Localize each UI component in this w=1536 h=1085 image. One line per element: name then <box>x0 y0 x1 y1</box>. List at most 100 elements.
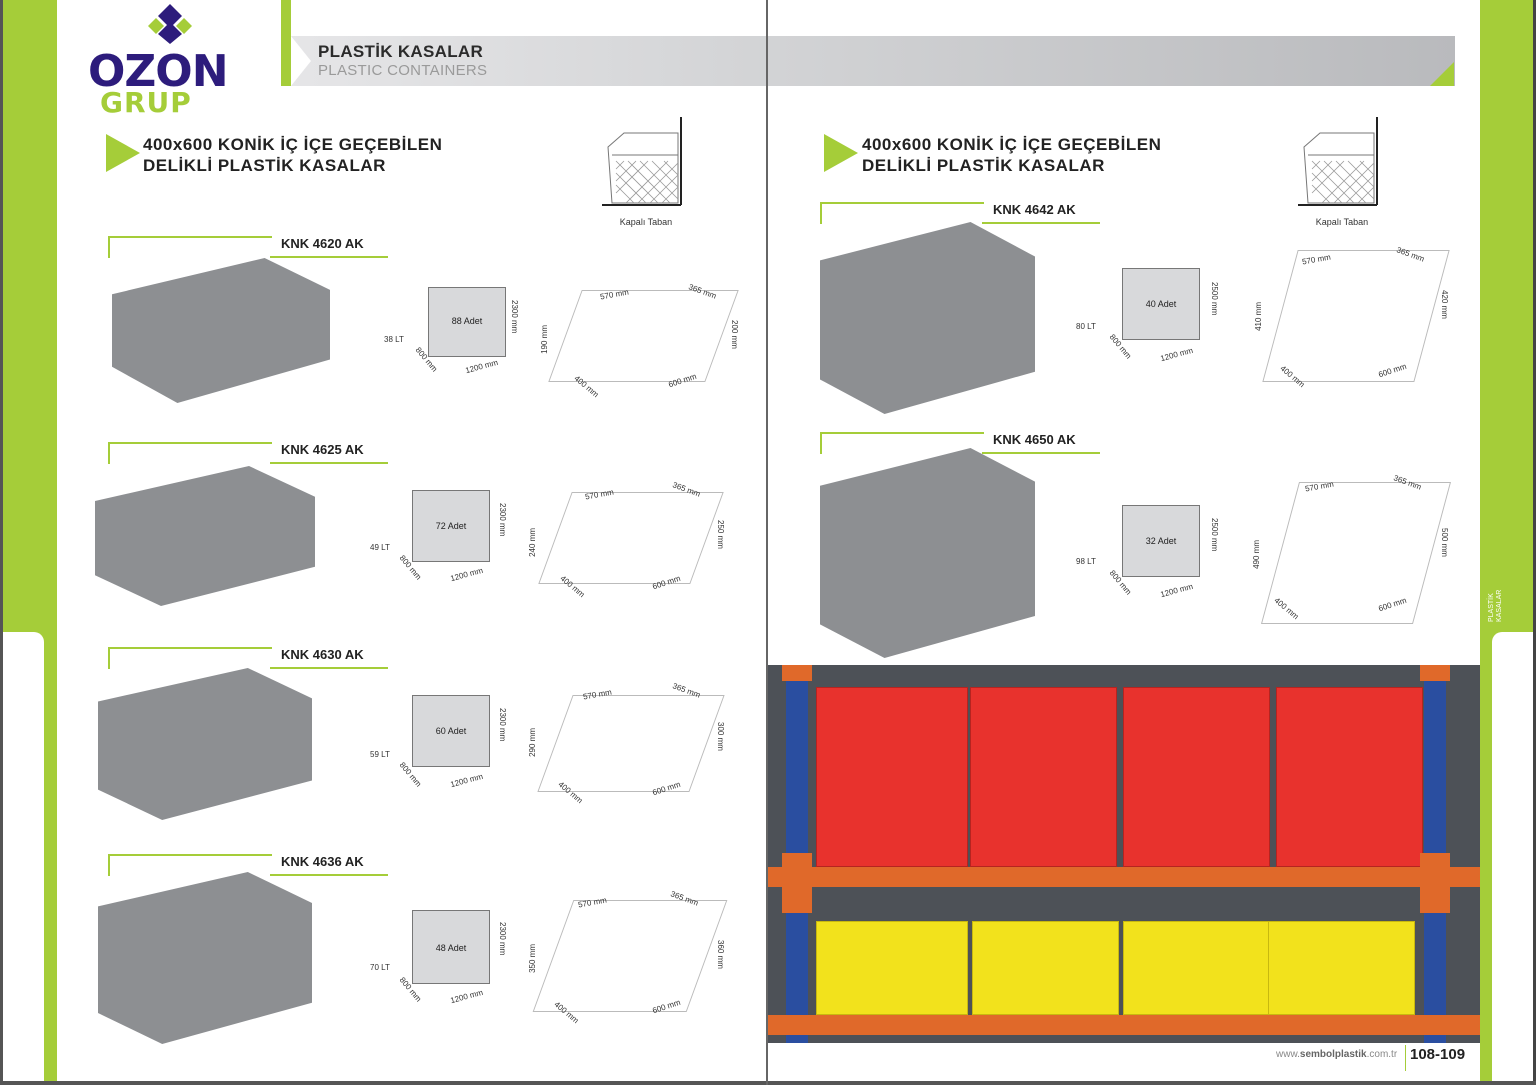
bottom-page-edge <box>0 1081 1536 1085</box>
pallet-qty: 72 Adet <box>435 521 467 531</box>
pallet-box: 60 Adet <box>412 695 490 767</box>
pallet-height: 2500 mm <box>1210 282 1219 316</box>
pallet-box: 40 Adet <box>1122 268 1200 340</box>
model-label: KNK 4620 AK <box>281 236 364 251</box>
product-row-knk4642: KNK 4642 AK <box>820 202 1102 232</box>
pallet-height: 2500 mm <box>1210 518 1219 552</box>
red-crate-stack-4 <box>1276 687 1423 867</box>
section-arrow-icon <box>106 134 140 172</box>
crate-line-drawing <box>537 695 725 792</box>
closed-base-illustration: Kapalı Taban <box>596 110 696 227</box>
yellow-crate-4 <box>1268 921 1415 1015</box>
pallet-width: 1200 mm <box>1159 345 1194 364</box>
volume-label: 98 LT <box>1076 557 1096 566</box>
pallet-box: 32 Adet <box>1122 505 1200 577</box>
closed-base-crate-icon <box>1298 117 1378 206</box>
left-page-edge <box>0 0 3 1085</box>
bracket-tail <box>982 452 1100 454</box>
crate-photo-knk4630 <box>98 668 312 820</box>
pallet-box: 48 Adet <box>412 910 490 984</box>
model-bracket <box>108 647 272 669</box>
pallet-qty: 32 Adet <box>1145 536 1177 546</box>
volume-label: 49 LT <box>370 543 390 552</box>
yellow-crate-2 <box>972 921 1119 1015</box>
brand-logo: OZON GRUP <box>80 0 240 119</box>
outer-height: 200 mm <box>730 320 739 349</box>
outer-height: 300 mm <box>716 722 725 751</box>
outer-height: 420 mm <box>1440 290 1449 319</box>
header-corner-triangle <box>1430 62 1454 86</box>
header-title: PLASTİK KASALAR <box>318 42 484 61</box>
pallet-width: 1200 mm <box>449 565 484 584</box>
shelf-joint <box>782 853 812 913</box>
pallet-width: 1200 mm <box>449 987 484 1006</box>
closed-base-label: Kapalı Taban <box>1315 217 1369 227</box>
crate-line-drawing <box>548 290 739 382</box>
outer-height: 500 mm <box>1440 528 1449 557</box>
bracket-tail <box>982 222 1100 224</box>
crates-on-shelf-photo <box>768 665 1480 1043</box>
footer-website[interactable]: www.sembolplastik.com.tr <box>1276 1049 1398 1060</box>
pallet-height: 2300 mm <box>498 922 507 956</box>
pallet-box: 88 Adet <box>428 287 506 357</box>
product-row-knk4650: KNK 4650 AK <box>820 432 1102 462</box>
page-spine <box>766 0 768 1085</box>
volume-label: 38 LT <box>384 335 404 344</box>
inner-height: 240 mm <box>528 528 537 557</box>
model-bracket <box>108 854 272 876</box>
bracket-tail <box>270 256 388 258</box>
logo-ozon-text: OZON <box>88 46 229 97</box>
inner-height: 350 mm <box>528 944 537 973</box>
right-page-edge <box>1533 0 1536 1085</box>
model-bracket <box>108 236 272 258</box>
bracket-tail <box>270 667 388 669</box>
left-bar-notch <box>0 632 44 1085</box>
pallet-height: 2300 mm <box>498 503 507 537</box>
header-strip <box>281 36 1455 86</box>
header-accent <box>281 0 291 86</box>
closed-base-illustration: Kapalı Taban <box>1292 110 1392 227</box>
yellow-crate-3 <box>1123 921 1270 1015</box>
pallet-height: 2300 mm <box>510 300 519 334</box>
side-tab-label: PLASTİK KASALAR <box>1488 589 1503 622</box>
red-crate-stack-2 <box>970 687 1117 867</box>
model-bracket <box>108 442 272 464</box>
model-label: KNK 4642 AK <box>993 202 1076 217</box>
pallet-box: 72 Adet <box>412 490 490 562</box>
right-bar-notch <box>1492 632 1536 1085</box>
volume-label: 59 LT <box>370 750 390 759</box>
section-title-left: 400x600 KONİK İÇ İÇE GEÇEBİLEN DELİKLİ P… <box>143 135 443 175</box>
shelf-joint <box>782 665 812 681</box>
model-label: KNK 4636 AK <box>281 854 364 869</box>
logo-diamond-icon <box>148 4 192 44</box>
pallet-height: 2300 mm <box>498 708 507 742</box>
product-row-knk4636: KNK 4636 AK <box>108 854 390 884</box>
pallet-qty: 88 Adet <box>451 316 483 326</box>
shelf-joint <box>1420 853 1450 913</box>
pallet-width: 1200 mm <box>449 771 484 790</box>
outer-height: 250 mm <box>716 520 725 549</box>
header-subtitle: PLASTIC CONTAINERS <box>318 62 488 79</box>
outer-height: 360 mm <box>716 940 725 969</box>
product-row-knk4630: KNK 4630 AK <box>108 647 390 677</box>
footer-separator <box>1405 1045 1406 1071</box>
bracket-tail <box>270 462 388 464</box>
model-label: KNK 4625 AK <box>281 442 364 457</box>
model-bracket <box>820 202 984 224</box>
crate-photo-knk4642 <box>820 222 1035 414</box>
section-title-right: 400x600 KONİK İÇ İÇE GEÇEBİLEN DELİKLİ P… <box>862 135 1162 175</box>
crate-line-drawing <box>1262 250 1450 382</box>
crate-photo-knk4620 <box>112 258 330 403</box>
crate-photo-knk4625 <box>95 466 315 606</box>
closed-base-label: Kapalı Taban <box>619 217 673 227</box>
header-arrow-notch <box>291 36 311 86</box>
pallet-qty: 48 Adet <box>435 943 467 953</box>
model-label: KNK 4650 AK <box>993 432 1076 447</box>
inner-height: 190 mm <box>540 325 549 354</box>
inner-height: 290 mm <box>528 728 537 757</box>
shelf-beam-lower <box>768 1015 1480 1035</box>
pallet-qty: 40 Adet <box>1145 299 1177 309</box>
pallet-width: 1200 mm <box>1159 581 1194 600</box>
pallet-width: 1200 mm <box>464 357 499 376</box>
closed-base-crate-icon <box>602 117 682 206</box>
